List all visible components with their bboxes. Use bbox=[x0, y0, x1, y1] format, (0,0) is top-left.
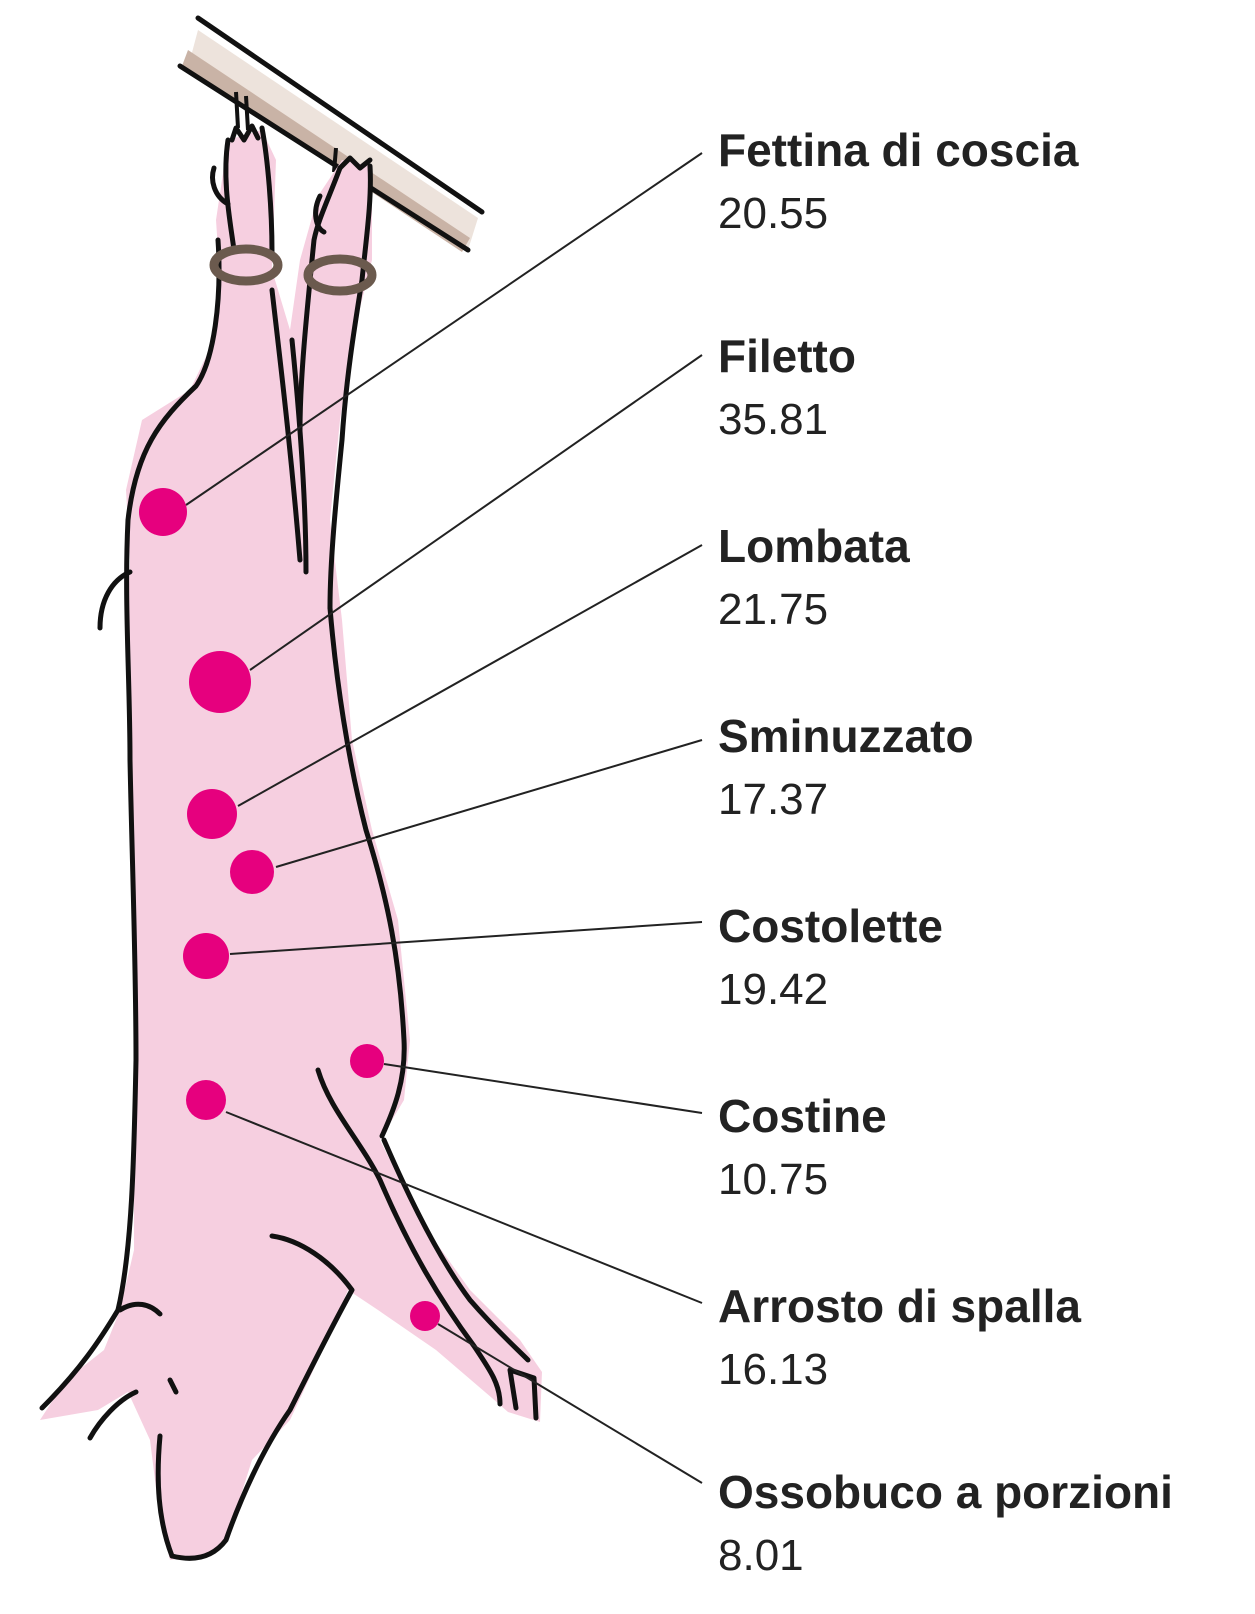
marker-ossobuco-a-porzioni bbox=[410, 1301, 440, 1331]
label-name: Ossobuco a porzioni bbox=[718, 1466, 1173, 1518]
marker-filetto bbox=[189, 651, 251, 713]
label-name: Costine bbox=[718, 1090, 887, 1142]
label-value: 16.13 bbox=[718, 1345, 828, 1394]
label-name: Sminuzzato bbox=[718, 710, 974, 762]
cut-labels: Fettina di coscia 20.55 Filetto 35.81 Lo… bbox=[718, 124, 1173, 1580]
marker-fettina-di-coscia bbox=[139, 488, 187, 536]
leader-line bbox=[438, 1324, 702, 1483]
label-value: 8.01 bbox=[718, 1531, 804, 1580]
leader-line bbox=[384, 1064, 702, 1113]
label-value: 35.81 bbox=[718, 395, 828, 444]
label-name: Lombata bbox=[718, 520, 910, 572]
marker-sminuzzato bbox=[230, 850, 274, 894]
marker-costolette bbox=[183, 933, 229, 979]
label-name: Fettina di coscia bbox=[718, 124, 1079, 176]
label-value: 19.42 bbox=[718, 965, 828, 1014]
label-value: 17.37 bbox=[718, 775, 828, 824]
label-value: 10.75 bbox=[718, 1155, 828, 1204]
label-name: Costolette bbox=[718, 900, 943, 952]
label-name: Filetto bbox=[718, 330, 856, 382]
marker-arrosto-di-spalla bbox=[186, 1080, 226, 1120]
marker-costine bbox=[350, 1044, 384, 1078]
label-name: Arrosto di spalla bbox=[718, 1280, 1081, 1332]
marker-lombata bbox=[187, 789, 237, 839]
label-value: 21.75 bbox=[718, 585, 828, 634]
label-value: 20.55 bbox=[718, 189, 828, 238]
